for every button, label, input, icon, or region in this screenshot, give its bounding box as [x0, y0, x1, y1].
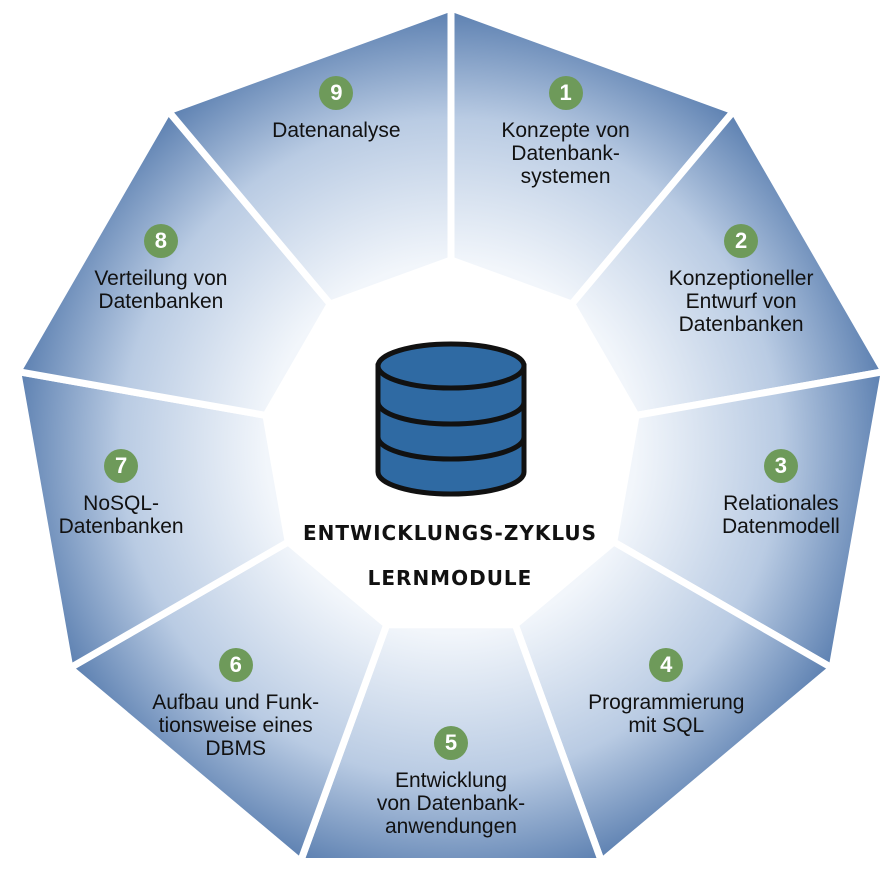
module-number-badge: 8	[143, 223, 178, 258]
cycle-subtitle: LERNMODULE	[367, 566, 533, 590]
module-number-badge: 2	[724, 223, 759, 258]
module-label-line: Relationales	[723, 492, 839, 516]
cycle-title: ENTWICKLUNGS-ZYKLUS	[302, 521, 597, 545]
module-label-line: Entwurf von	[685, 289, 797, 313]
module-label-line: Datenmodell	[721, 515, 840, 539]
module-label-line: Konzeptioneller	[668, 266, 814, 290]
module-label-line: Verteilung von	[94, 266, 228, 290]
module-label-line: Aufbau und Funk-	[152, 690, 320, 714]
module-label-line: Datenbanken	[58, 515, 184, 539]
module-label-line: mit SQL	[628, 713, 705, 737]
module-label-line: von Datenbank-	[376, 792, 526, 815]
module-number-badge: 1	[548, 76, 583, 111]
module-label-line: Datenanalyse	[272, 119, 401, 143]
segment-9	[162, 3, 455, 309]
module-number-badge: 6	[218, 647, 253, 682]
module-number-badge: 5	[434, 726, 468, 760]
module-label-line: Datenbank-	[511, 142, 620, 166]
module-label-line: Datenbanken	[98, 289, 224, 313]
module-label-line: NoSQL-	[83, 492, 160, 516]
module-number-badge: 7	[104, 449, 139, 484]
module-label-line: anwendungen	[385, 815, 517, 838]
module-label-line: tionsweise eines	[158, 713, 313, 737]
module-label-line: Datenbanken	[678, 312, 804, 336]
module-label-line: Entwicklung	[394, 769, 508, 792]
module-number-badge: 3	[763, 449, 798, 484]
module-label: NoSQL-Datenbanken	[59, 492, 184, 538]
module-label-line: DBMS	[205, 736, 267, 760]
module-label-line: systemen	[520, 165, 611, 189]
database-icon	[375, 341, 527, 497]
module-label: Datenanalyse	[272, 119, 400, 142]
module-label-line: Programmierung	[588, 690, 745, 714]
module-number-badge: 4	[649, 647, 684, 682]
module-number-badge: 9	[319, 76, 354, 111]
module-label-line: Konzepte von	[501, 119, 630, 143]
